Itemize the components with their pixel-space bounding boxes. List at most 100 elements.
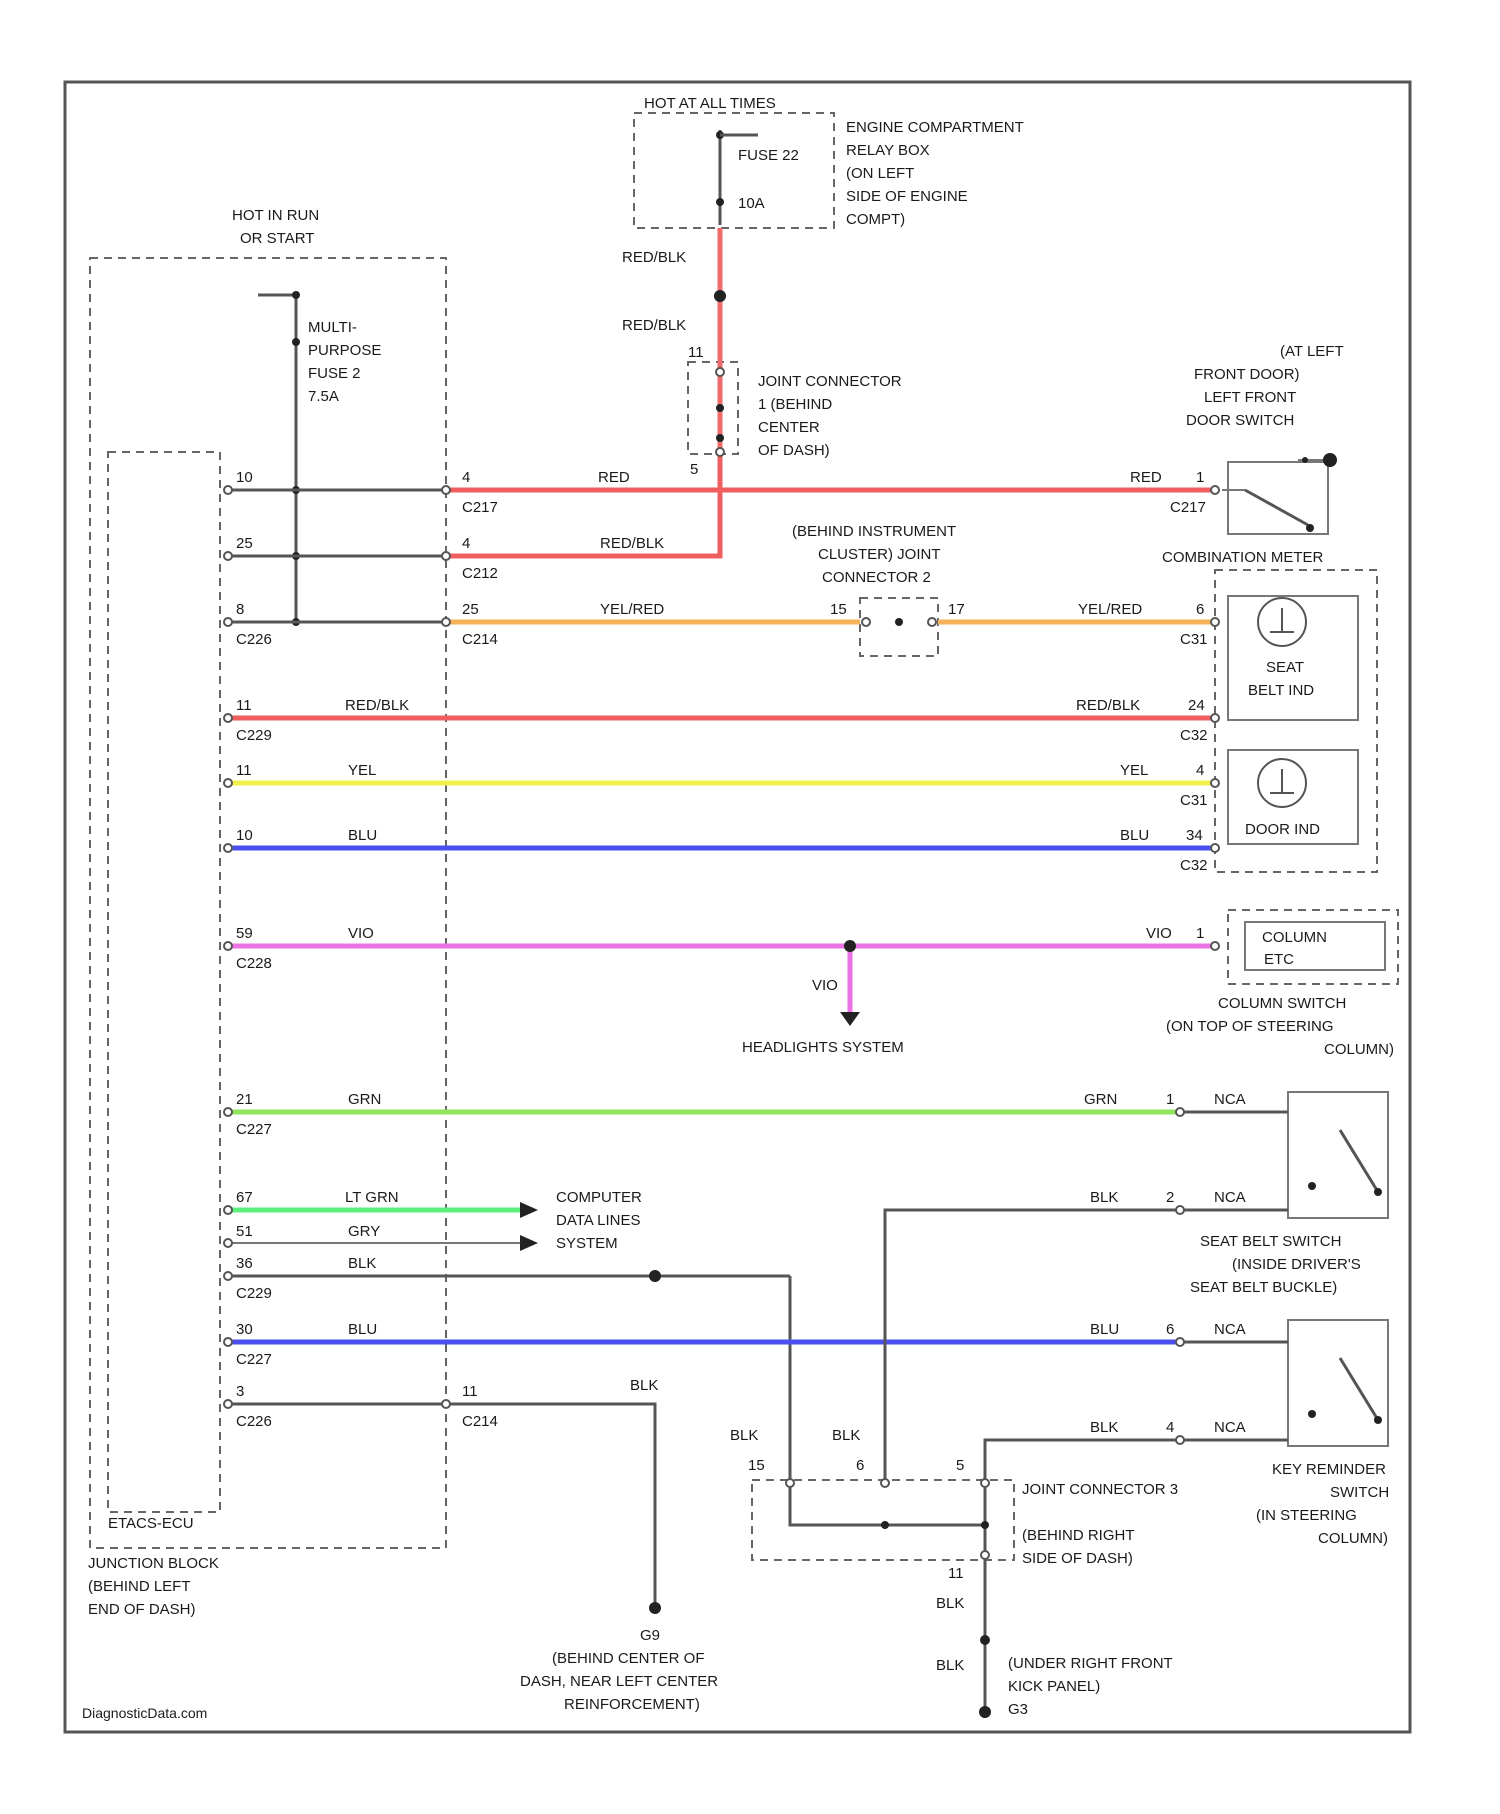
blu2-color-left: BLU	[348, 1321, 377, 1338]
jc1-pin-top: 11	[688, 344, 704, 361]
diagram-frame	[65, 82, 1410, 1732]
redblk-long-pin-right: 24	[1188, 697, 1205, 714]
row3-pin-left: 8	[236, 601, 244, 618]
jc2-pin-left: 15	[830, 601, 847, 618]
blu1-pin-left: 10	[236, 827, 253, 844]
grn-color-right: GRN	[1084, 1091, 1117, 1108]
yel-color-right: YEL	[1120, 762, 1148, 779]
jc2-pin-right: 17	[948, 601, 965, 618]
ground-conn-right: C214	[462, 1413, 498, 1430]
yel-red-right-conn: C31	[1180, 631, 1208, 648]
jc1-dot-1	[716, 404, 724, 412]
seatbelt-blk-color: BLK	[1090, 1189, 1118, 1206]
blu1-color-left: BLU	[348, 827, 377, 844]
fuse-2-dot-2	[292, 338, 300, 346]
fuse-22-dot-2	[716, 198, 724, 206]
seat-belt-ind-box	[1228, 596, 1358, 720]
key-reminder-label: KEY REMINDER SWITCH (IN STEERING COLUMN)	[1256, 1461, 1393, 1547]
vio-pin-left: 59	[236, 925, 253, 942]
jc1-label: JOINT CONNECTOR 1 (BEHIND CENTER OF DASH…	[758, 373, 906, 459]
redblk-long-pin-left: 11	[236, 697, 252, 714]
row1-conn: C217	[462, 499, 498, 516]
computer-data-label: COMPUTER DATA LINES SYSTEM	[556, 1189, 646, 1252]
jc3-pin-b: 6	[856, 1457, 864, 1474]
ltgrn-color: LT GRN	[345, 1189, 399, 1206]
blu2-conn-left: C227	[236, 1351, 272, 1368]
ground-conn-left: C226	[236, 1413, 272, 1430]
vio-conn-left: C228	[236, 955, 272, 972]
blu2-color-right: BLU	[1090, 1321, 1119, 1338]
blu1-conn-right: C32	[1180, 857, 1208, 874]
gry-pin-left: 51	[236, 1223, 253, 1240]
blk-jc-color: BLK	[348, 1255, 376, 1272]
hot-at-all-times: HOT AT ALL TIMES	[644, 95, 776, 112]
jc2-dot	[895, 618, 903, 626]
etacs-ecu-label: ETACS-ECU	[108, 1515, 194, 1532]
seatbelt-blk-pin: 2	[1166, 1189, 1174, 1206]
redblk-long-color-right: RED/BLK	[1076, 697, 1140, 714]
jc3-wire-b: BLK	[832, 1427, 860, 1444]
keyrem-blk-nca: NCA	[1214, 1419, 1246, 1436]
red-blk-splice-dot	[714, 290, 726, 302]
row2-pin-left: 25	[236, 535, 253, 552]
blu1-color-right: BLU	[1120, 827, 1149, 844]
row2-pin-right: 4	[462, 535, 470, 552]
jc3-pin-out: 11	[948, 1565, 964, 1582]
blu2-pin-left: 30	[236, 1321, 253, 1338]
headlights-arrow	[840, 1012, 860, 1026]
jc3-dot-c	[980, 1635, 990, 1645]
g9-label: G9 (BEHIND CENTER OF DASH, NEAR LEFT CEN…	[520, 1627, 722, 1713]
ground-pin-left: 3	[236, 1383, 244, 1400]
gry-arrow	[520, 1235, 538, 1251]
key-reminder-switch-symbol	[1308, 1358, 1382, 1424]
yel-red-right-pin: 6	[1196, 601, 1204, 618]
column-switch-label: COLUMN SWITCH (ON TOP OF STEERING COLUMN…	[1166, 995, 1394, 1058]
ltgrn-pin-left: 67	[236, 1189, 253, 1206]
door-ind-label: DOOR IND	[1245, 821, 1320, 838]
ground-g9-wire	[446, 1404, 655, 1605]
jc3-pin-c: 5	[956, 1457, 964, 1474]
redblk-long-color-left: RED/BLK	[345, 697, 409, 714]
blk-jc-conn-left: C229	[236, 1285, 272, 1302]
jc1-dot-2	[716, 434, 724, 442]
row1-pin-right: 4	[462, 469, 470, 486]
blu2-pin-right: 6	[1166, 1321, 1174, 1338]
door-switch-symbol	[1222, 453, 1337, 532]
seat-belt-switch-box	[1288, 1092, 1388, 1218]
vio-color-left: VIO	[348, 925, 374, 942]
redblk-long-conn-left: C229	[236, 727, 272, 744]
blk-jc-pin-left: 36	[236, 1255, 253, 1272]
vio-branch-color: VIO	[812, 977, 838, 994]
blu1-pin-right: 34	[1186, 827, 1203, 844]
red-blk-label-1: RED/BLK	[622, 249, 686, 266]
seatbelt-blk-nca: NCA	[1214, 1189, 1246, 1206]
fuse-22-label: FUSE 22	[738, 147, 799, 164]
jc3-label: JOINT CONNECTOR 3 (BEHIND RIGHT SIDE OF …	[1022, 1481, 1182, 1567]
junction-block-label: JUNCTION BLOCK (BEHIND LEFT END OF DASH)	[88, 1555, 223, 1618]
red-wire-label-left: RED	[598, 469, 630, 486]
lt-grn-arrow	[520, 1202, 538, 1218]
seat-belt-ind-lamp-icon	[1258, 598, 1306, 646]
grn-pin-right: 1	[1166, 1091, 1174, 1108]
key-reminder-switch-box	[1288, 1320, 1388, 1446]
multi-fuse-label: MULTI- PURPOSE FUSE 2 7.5A	[308, 319, 386, 405]
blk-splice	[649, 1270, 661, 1282]
seat-belt-ind-label: SEAT BELT IND	[1248, 659, 1314, 699]
etacs-ecu-outline	[108, 452, 220, 1512]
grn-color-left: GRN	[348, 1091, 381, 1108]
g3-label: (UNDER RIGHT FRONT KICK PANEL) G3	[1008, 1655, 1177, 1718]
grn-conn-left: C227	[236, 1121, 272, 1138]
red-pin-right: 1	[1196, 469, 1204, 486]
joint-connector-1-outline	[688, 362, 738, 454]
vio-color-right: VIO	[1146, 925, 1172, 942]
row2-wire: RED/BLK	[600, 535, 664, 552]
watermark: DiagnosticData.com	[82, 1705, 207, 1721]
door-switch-label: (AT LEFT FRONT DOOR) LEFT FRONT DOOR SWI…	[1186, 343, 1348, 429]
row1-pin-left: 10	[236, 469, 253, 486]
door-ind-lamp-icon	[1258, 759, 1306, 807]
jc3-out-blk1: BLK	[936, 1595, 964, 1612]
jc3-dot-b	[981, 1521, 989, 1529]
joint-connector-2-outline	[860, 598, 938, 656]
fuse-2-dot	[292, 291, 300, 299]
yel-conn-right: C31	[1180, 792, 1208, 809]
